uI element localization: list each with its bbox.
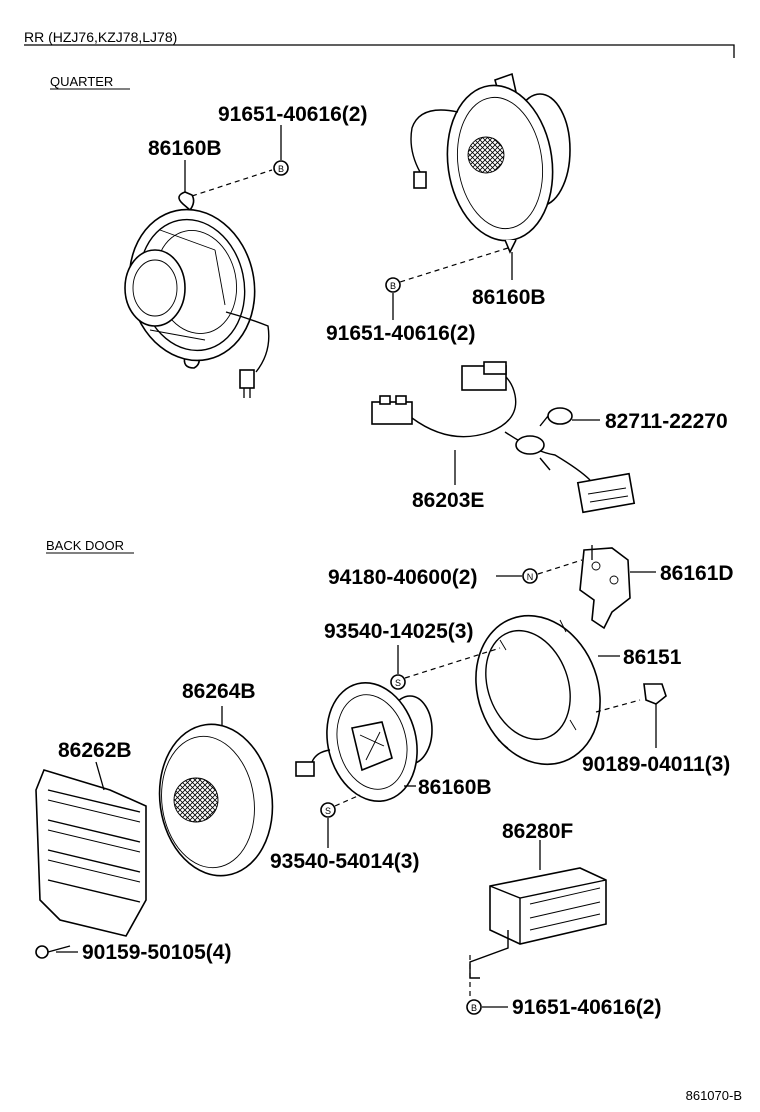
- bolt-icon: B: [385, 277, 401, 293]
- figure-code: 861070-B: [686, 1088, 742, 1103]
- leader-nut-dash: [537, 559, 583, 575]
- bracket-drawing: [579, 545, 631, 630]
- spacer-drawing: [475, 614, 601, 766]
- screw-icon: S: [390, 674, 406, 690]
- svg-text:B: B: [471, 1003, 477, 1013]
- wire-harness-drawing: [371, 361, 636, 514]
- part-number-clip: 90189-04011(3): [582, 753, 730, 776]
- part-number-clamp: 82711-22270: [605, 410, 728, 433]
- grille-drawing: [35, 769, 147, 937]
- bolt-icon: B: [273, 160, 289, 176]
- part-number-screw-top: 93540-14025(3): [324, 620, 473, 643]
- header-rule: [24, 44, 735, 58]
- svg-text:S: S: [325, 806, 331, 816]
- part-number-screw-quarter-left: 91651-40616(2): [218, 103, 367, 126]
- leader-screw-bottom-dash: [334, 794, 361, 807]
- clip-drawing: [643, 683, 667, 705]
- part-number-speaker-back-door: 86160B: [418, 776, 492, 799]
- header-title: RR (HZJ76,KZJ78,LJ78): [24, 29, 177, 45]
- part-number-screw-grille: 90159-50105(4): [82, 941, 231, 964]
- part-number-speaker-quarter-left: 86160B: [148, 137, 222, 160]
- part-number-screw-quarter-right: 91651-40616(2): [326, 322, 475, 345]
- part-number-nut: 94180-40600(2): [328, 566, 477, 589]
- part-number-screw-amplifier: 91651-40616(2): [512, 996, 661, 1019]
- screw-icon: S: [320, 802, 336, 818]
- part-number-bracket: 86161D: [660, 562, 734, 585]
- section-quarter-label: QUARTER: [50, 74, 113, 89]
- leader-quarter-left-screw: [191, 169, 273, 197]
- clamp-drawing: [539, 407, 573, 427]
- speaker-quarter-right-drawing: [410, 72, 571, 254]
- part-number-wire-harness: 86203E: [412, 489, 484, 512]
- part-number-spacer: 86151: [623, 646, 682, 669]
- amplifier-drawing: [469, 867, 607, 979]
- svg-text:B: B: [390, 281, 396, 291]
- svg-text:S: S: [395, 678, 401, 688]
- grille-cover-drawing: [158, 723, 274, 877]
- svg-text:B: B: [278, 164, 284, 174]
- leader-grille: [95, 761, 105, 791]
- bolt-icon: B: [466, 999, 482, 1015]
- svg-text:N: N: [527, 572, 534, 582]
- part-number-amplifier: 86280F: [502, 820, 573, 843]
- speaker-quarter-left-drawing: [124, 191, 270, 398]
- part-number-grille: 86262B: [58, 739, 132, 762]
- section-back-door-label: BACK DOOR: [46, 538, 124, 553]
- leader-screw-top-dash: [404, 647, 501, 679]
- part-number-speaker-quarter-right: 86160B: [472, 286, 546, 309]
- nut-icon: N: [522, 568, 538, 584]
- leader-clip-dash: [595, 699, 641, 713]
- part-number-grille-cover: 86264B: [182, 680, 256, 703]
- part-number-screw-bottom: 93540-54014(3): [270, 850, 419, 873]
- leader-quarter-right-screw: [399, 247, 509, 283]
- speaker-back-door-drawing: [295, 682, 433, 802]
- screw-grille-drawing: [35, 945, 71, 959]
